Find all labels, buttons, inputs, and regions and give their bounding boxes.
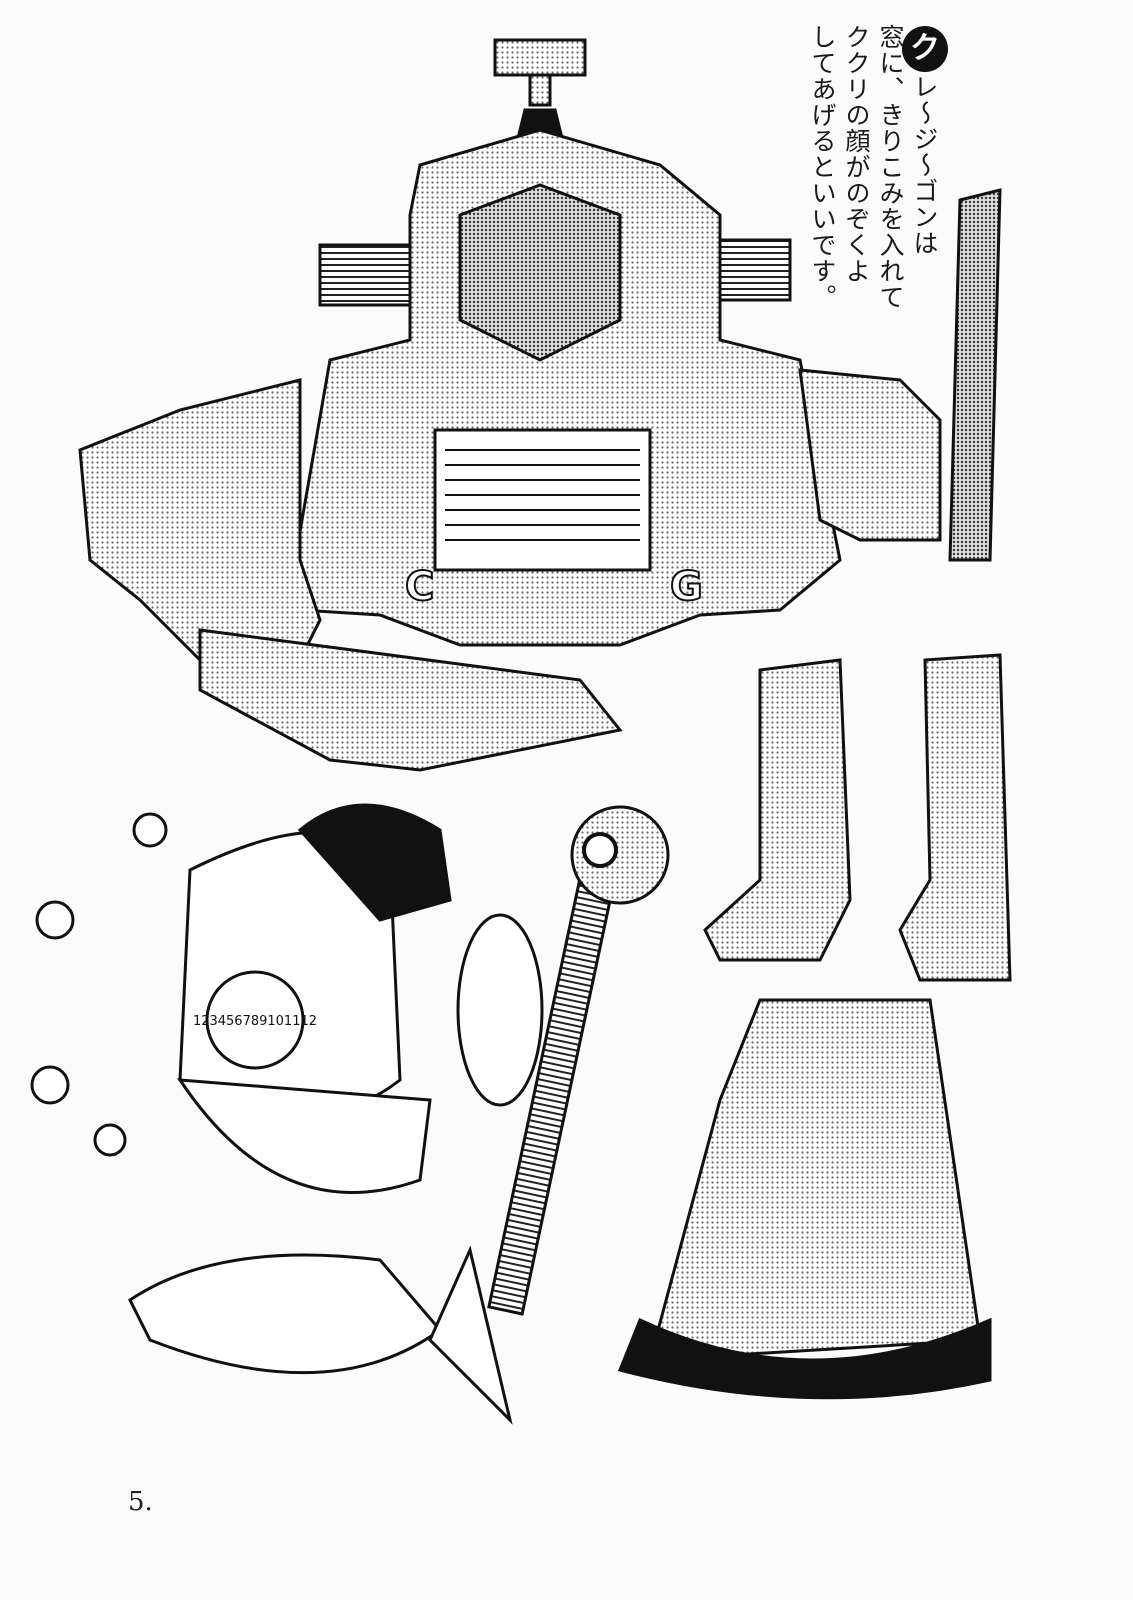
robot-antenna bbox=[493, 38, 587, 77]
dress bbox=[617, 998, 992, 1400]
robot-window bbox=[458, 183, 622, 362]
robot-grille bbox=[433, 428, 652, 572]
flower-wreath bbox=[30, 812, 544, 1157]
page-number: 5. bbox=[128, 1487, 153, 1517]
robot-letter-g: G bbox=[670, 564, 703, 610]
robot-crazygon: C G bbox=[78, 38, 1002, 772]
note-badge: ク bbox=[902, 26, 948, 72]
note-line-1: レ〜ジ〜ゴンは bbox=[910, 74, 939, 256]
staff bbox=[487, 805, 670, 1316]
note-line-3: ククリの顔がのぞくよ bbox=[842, 24, 871, 284]
handwritten-note: ク レ〜ジ〜ゴンは 窓に、きりこみを入れて ククリの顔がのぞくよ してあげるとい… bbox=[808, 24, 958, 324]
robot-letter-c: C bbox=[405, 564, 434, 610]
note-line-4: してあげるといいです。 bbox=[808, 24, 837, 310]
robot-right-arm bbox=[798, 368, 942, 542]
clock-numbers: 123456789101112 bbox=[193, 1014, 317, 1029]
note-line-2: 窓に、きりこみを入れて bbox=[876, 24, 905, 310]
robot-body bbox=[293, 128, 842, 647]
robot-left-arm bbox=[78, 378, 322, 703]
cape-and-bow bbox=[128, 803, 513, 1425]
boots bbox=[703, 653, 1012, 982]
robot-claw bbox=[198, 628, 623, 772]
clock-badge: 123456789101112 bbox=[193, 970, 317, 1070]
robot-cannon bbox=[948, 188, 1002, 562]
